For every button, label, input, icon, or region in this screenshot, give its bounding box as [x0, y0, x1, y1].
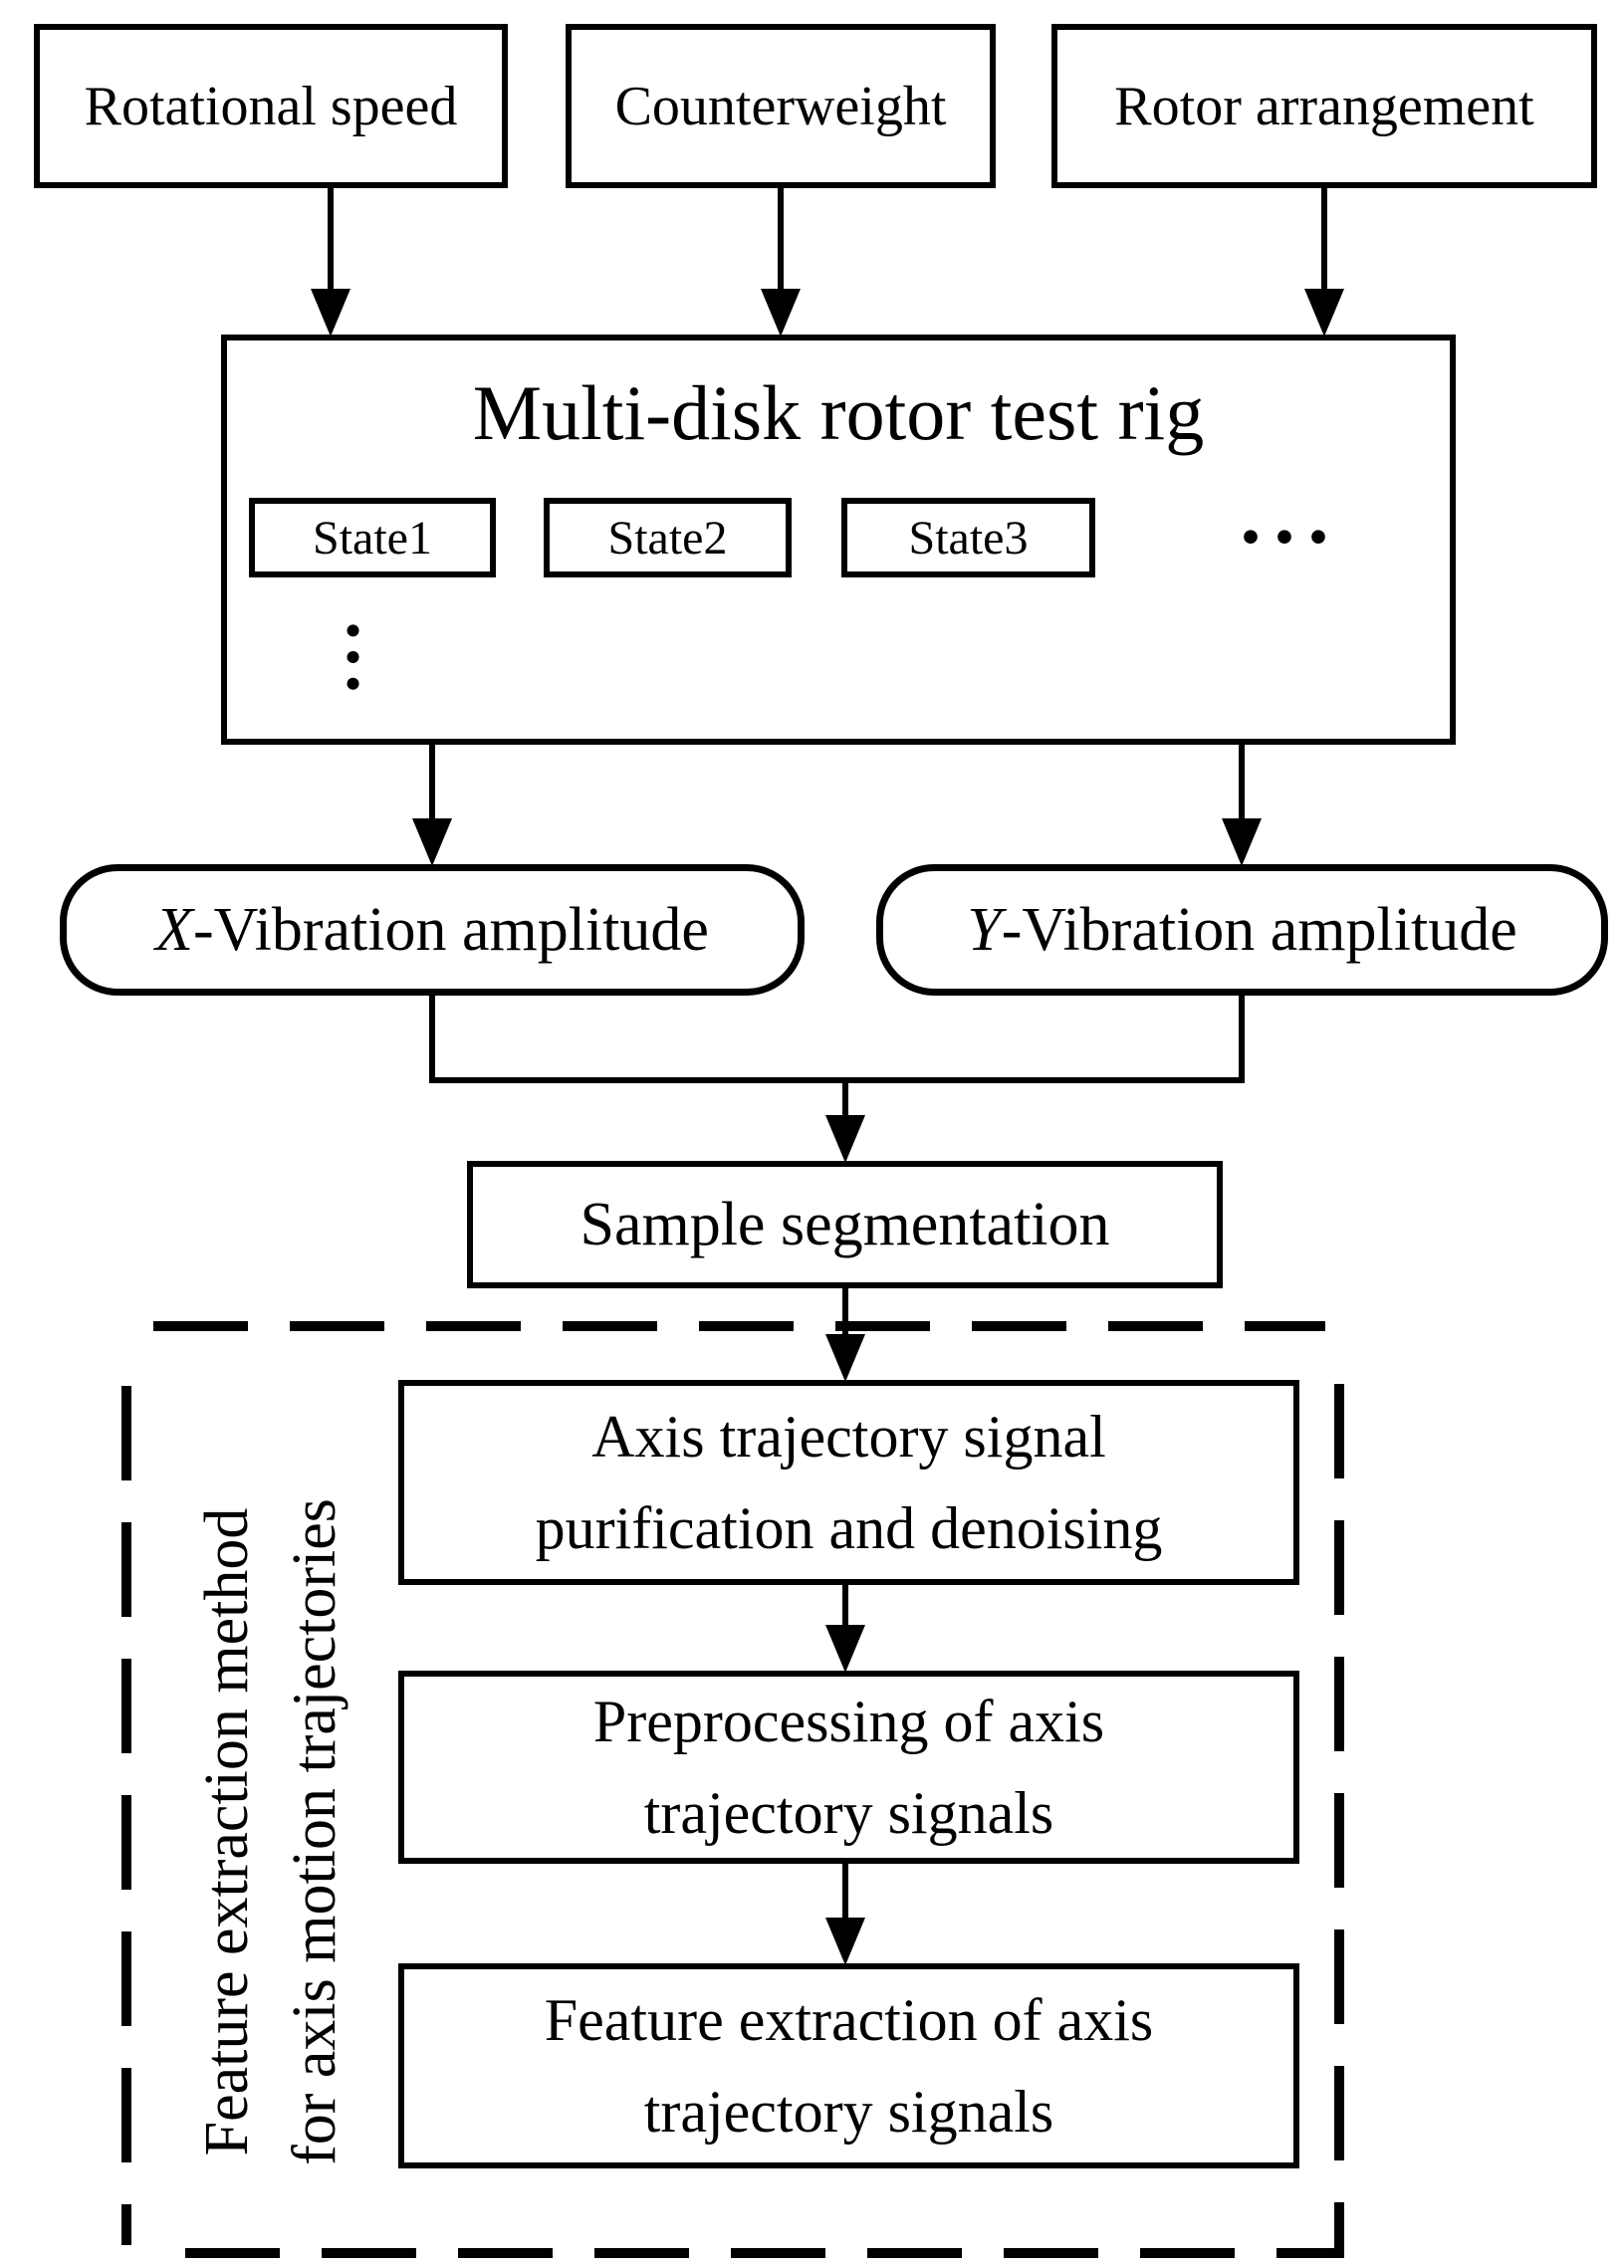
arrowhead-step1-step2 — [825, 1625, 865, 1673]
step1-line1: Axis trajectory signal — [591, 1404, 1106, 1470]
step2-line2: trajectory signals — [643, 1780, 1054, 1846]
step3-line2: trajectory signals — [643, 2079, 1054, 2145]
arrowhead-input-1 — [311, 289, 350, 337]
input-box-counterweight: Counterweight — [566, 24, 996, 188]
x-vibration-amplitude-oval: X-Vibration amplitude — [60, 864, 805, 996]
state-label-2: State2 — [607, 511, 728, 565]
step-box-purification: Axis trajectory signal purification and … — [398, 1380, 1299, 1585]
step3-line1: Feature extraction of axis — [544, 1987, 1154, 2053]
arrowhead-input-2 — [761, 289, 801, 337]
arrowhead-step2-step3 — [825, 1918, 865, 1965]
step-box-preprocessing: Preprocessing of axis trajectory signals — [398, 1671, 1299, 1864]
test-rig-box: Multi-disk rotor test rig State1 State2 … — [221, 335, 1456, 745]
input-box-rotational-speed: Rotational speed — [34, 24, 508, 188]
state-label-3: State3 — [908, 511, 1029, 565]
state-box-1: State1 — [249, 498, 496, 577]
x-vibration-label: -Vibration amplitude — [192, 895, 709, 964]
y-vibration-amplitude-oval: Y-Vibration amplitude — [876, 864, 1608, 996]
input-label-counterweight: Counterweight — [614, 75, 947, 137]
test-rig-title: Multi-disk rotor test rig — [472, 369, 1205, 456]
state-box-2: State2 — [544, 498, 792, 577]
x-axis-symbol: X — [155, 895, 193, 964]
method-group-label-line1: Feature extraction method — [193, 1507, 261, 2156]
state-label-1: State1 — [313, 511, 432, 565]
sample-segmentation-label: Sample segmentation — [580, 1190, 1110, 1258]
arrowhead-seg-step1 — [825, 1334, 865, 1382]
arrowhead-rig-y — [1222, 818, 1262, 866]
horizontal-ellipsis: ··· — [1236, 491, 1339, 583]
vertical-ellipsis: ··· — [312, 617, 393, 699]
step-box-feature-extraction: Feature extraction of axis trajectory si… — [398, 1963, 1299, 2168]
input-label-rotational-speed: Rotational speed — [84, 75, 458, 137]
input-box-rotor-arrangement: Rotor arrangement — [1051, 24, 1597, 188]
step1-line2: purification and denoising — [535, 1495, 1163, 1561]
sample-segmentation-box: Sample segmentation — [467, 1161, 1223, 1288]
merge-connector — [429, 996, 1245, 1083]
arrowhead-rig-x — [412, 818, 452, 866]
method-group-label: Feature extraction method for axis motio… — [181, 1394, 360, 2268]
method-group-label-line2: for axis motion trajectories — [281, 1498, 348, 2165]
y-axis-symbol: Y — [967, 895, 1002, 964]
arrowhead-input-3 — [1304, 289, 1344, 337]
y-vibration-label: -Vibration amplitude — [1001, 895, 1517, 964]
input-label-rotor-arrangement: Rotor arrangement — [1114, 75, 1534, 137]
arrowhead-merge — [825, 1115, 865, 1163]
step2-line1: Preprocessing of axis — [592, 1689, 1105, 1754]
state-box-3: State3 — [841, 498, 1095, 577]
